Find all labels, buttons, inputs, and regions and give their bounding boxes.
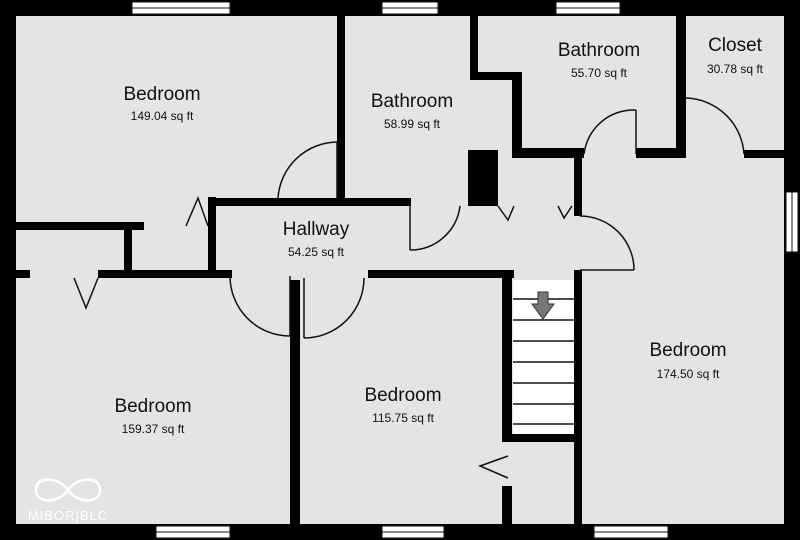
room-name: Bedroom <box>114 396 191 417</box>
room-area: 159.37 sq ft <box>122 422 185 436</box>
room-name: Bedroom <box>364 385 441 406</box>
room-area: 149.04 sq ft <box>131 109 194 123</box>
watermark-text: MIBOR|BLC <box>28 508 108 523</box>
room-area: 30.78 sq ft <box>707 62 764 76</box>
door-swings <box>73 97 745 479</box>
room-area: 55.70 sq ft <box>571 66 628 80</box>
room-label-bedroom-south: Bedroom 115.75 sq ft <box>364 385 441 425</box>
room-area: 115.75 sq ft <box>372 411 434 425</box>
room-label-closet: Closet 30.78 sq ft <box>707 35 764 76</box>
room-area: 174.50 sq ft <box>657 367 720 381</box>
room-label-bathroom-mid: Bathroom 58.99 sq ft <box>371 91 453 131</box>
watermark: MIBOR|BLC <box>28 478 108 523</box>
windows <box>131 1 799 539</box>
room-area: 58.99 sq ft <box>384 117 441 131</box>
infinity-logo-icon <box>34 478 102 502</box>
room-label-hallway: Hallway 54.25 sq ft <box>283 219 350 259</box>
room-label-bathroom-ne: Bathroom 55.70 sq ft <box>558 40 640 80</box>
room-name: Bedroom <box>123 84 200 105</box>
room-name: Closet <box>708 35 763 56</box>
down-arrow-icon <box>531 291 555 320</box>
room-name: Bathroom <box>558 40 640 61</box>
room-name: Hallway <box>283 219 350 240</box>
room-label-bedroom-nw: Bedroom 149.04 sq ft <box>123 84 200 123</box>
room-label-bedroom-east: Bedroom 174.50 sq ft <box>649 340 726 381</box>
room-label-bedroom-sw: Bedroom 159.37 sq ft <box>114 396 191 436</box>
room-name: Bathroom <box>371 91 453 112</box>
room-name: Bedroom <box>649 340 726 361</box>
room-area: 54.25 sq ft <box>288 245 345 259</box>
